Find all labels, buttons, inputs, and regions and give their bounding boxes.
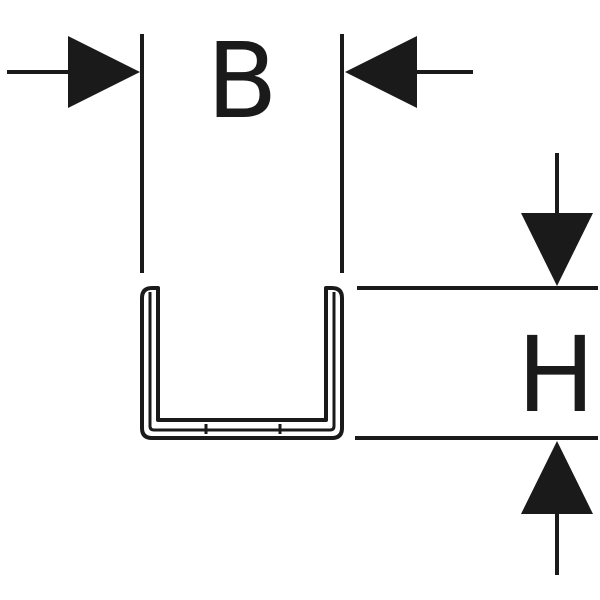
- u-channel-outline: [140, 286, 344, 440]
- width-dimension: B: [7, 20, 473, 273]
- width-arrow-right-head: [345, 36, 417, 108]
- width-label: B: [206, 20, 277, 142]
- width-arrow-left-head: [68, 36, 140, 108]
- height-label: H: [517, 314, 595, 436]
- height-arrow-bottom-head: [521, 441, 593, 514]
- height-arrow-top-head: [521, 213, 593, 286]
- height-dimension: H: [355, 153, 598, 575]
- u-channel-profile: [140, 286, 344, 440]
- u-channel-inner-line: [148, 292, 336, 432]
